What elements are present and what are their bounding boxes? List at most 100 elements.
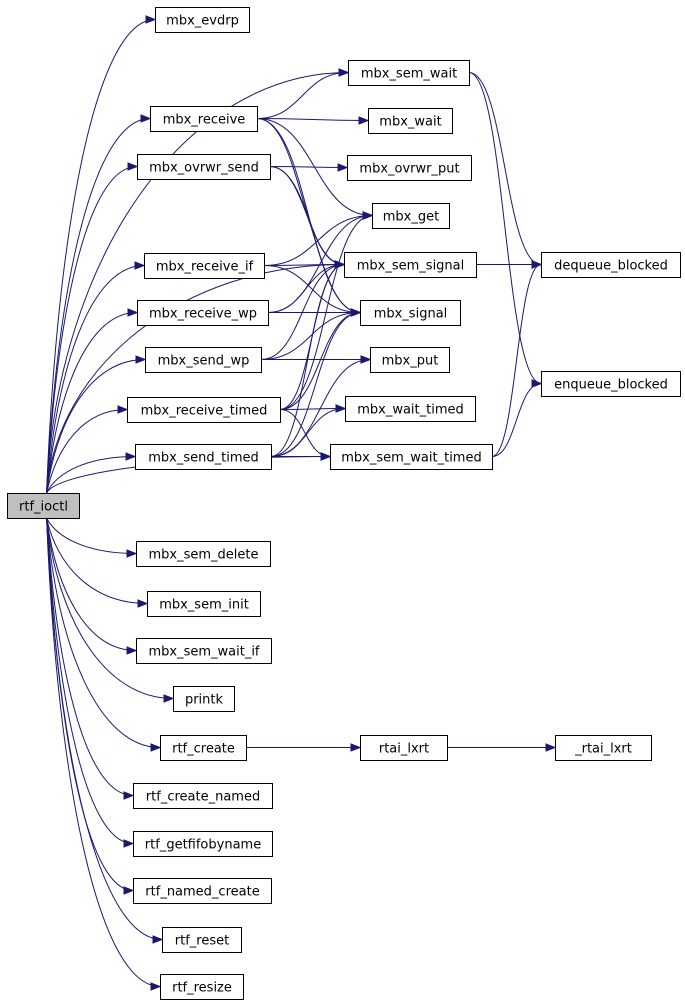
node-mbx-receive-timed[interactable]: mbx_receive_timed <box>127 397 281 423</box>
edge-mbx_ovrwr_send-to-mbx_ovrwr_put <box>269 163 349 172</box>
edge-arrowhead <box>126 549 138 558</box>
node-box <box>144 253 265 279</box>
node-box <box>541 252 681 278</box>
node-mbx-send-timed[interactable]: mbx_send_timed <box>135 444 272 470</box>
node-mbx-ovrwr-put[interactable]: mbx_ovrwr_put <box>347 155 472 181</box>
node-label: mbx_receive_wp <box>149 307 257 322</box>
edge-mbx_sem_wait-to-dequeue_blocked <box>468 72 543 269</box>
edge-line <box>263 265 361 313</box>
edge-mbx_sem_signal-to-dequeue_blocked <box>476 260 543 269</box>
edge-mbx_receive_timed-to-mbx_get <box>279 211 374 410</box>
edge-rtf_ioctl-to-mbx_receive_wp <box>46 308 139 494</box>
node--rtai-lxrt[interactable]: _rtai_lxrt <box>555 735 652 761</box>
edge-mbx_receive-to-mbx_sem_wait <box>256 68 350 119</box>
node-rtai-lxrt[interactable]: rtai_lxrt <box>360 735 448 761</box>
node-mbx-receive-if[interactable]: mbx_receive_if <box>144 253 265 279</box>
edge-arrowhead <box>337 163 349 172</box>
node-box <box>133 783 273 809</box>
edge-line <box>46 517 137 554</box>
edge-arrowhead <box>127 162 139 171</box>
node-mbx-wait[interactable]: mbx_wait <box>368 108 453 134</box>
edge-line <box>46 517 161 748</box>
node-mbx-evdrp[interactable]: mbx_evdrp <box>155 7 250 33</box>
node-box <box>372 203 450 229</box>
edge-arrowhead <box>134 261 146 270</box>
edge-rtf_ioctl-to-mbx_receive_timed <box>46 405 129 494</box>
edge-arrowhead <box>127 308 139 317</box>
node-label: rtf_getfifobyname <box>145 838 261 853</box>
node-label: rtf_named_create <box>145 885 259 900</box>
node-dequeue-blocked[interactable]: dequeue_blocked <box>541 252 681 278</box>
edge-line <box>468 72 542 265</box>
edge-line <box>46 166 138 494</box>
edge-rtf_ioctl-to-mbx_receive_if <box>46 261 146 494</box>
edge-mbx_receive-to-mbx_wait <box>256 116 370 125</box>
node-rtf-resize[interactable]: rtf_resize <box>160 974 244 1000</box>
edges-layer <box>46 15 557 991</box>
node-mbx-get[interactable]: mbx_get <box>372 203 450 229</box>
node-mbx-sem-signal[interactable]: mbx_sem_signal <box>344 252 477 278</box>
node-mbx-sem-delete[interactable]: mbx_sem_delete <box>136 541 271 567</box>
edge-mbx_send_timed-to-mbx_signal <box>270 308 362 457</box>
edge-arrowhead <box>350 308 362 317</box>
edge-rtai_lxrt-to-_rtai_lxrt <box>447 743 557 752</box>
edge-arrowhead <box>320 452 332 461</box>
edge-arrowhead <box>123 886 135 895</box>
node-rtf-create-named[interactable]: rtf_create_named <box>133 783 273 809</box>
node-box <box>368 108 453 134</box>
node-mbx-sem-init[interactable]: mbx_sem_init <box>147 591 261 617</box>
edge-line <box>260 312 361 360</box>
edge-arrowhead <box>150 743 162 752</box>
edge-rtf_ioctl-to-rtf_reset <box>46 517 164 944</box>
node-rtf-ioctl[interactable]: rtf_ioctl <box>7 493 80 519</box>
edge-rtf_ioctl-to-mbx_ovrwr_send <box>46 162 139 494</box>
node-label: mbx_sem_wait <box>361 67 457 82</box>
edge-arrowhead <box>334 260 346 269</box>
edge-mbx_ovrwr_send-to-mbx_sem_signal <box>269 166 346 269</box>
edge-arrowhead <box>150 982 162 991</box>
node-mbx-receive-wp[interactable]: mbx_receive_wp <box>137 300 269 326</box>
node-label: mbx_sem_init <box>159 598 249 613</box>
node-label: _rtai_lxrt <box>574 742 632 757</box>
edge-line <box>46 517 161 987</box>
node-box <box>173 686 235 712</box>
node-box <box>162 927 242 953</box>
node-label: printk <box>185 693 224 708</box>
edge-line <box>46 517 174 699</box>
node-rtf-named-create[interactable]: rtf_named_create <box>133 878 272 904</box>
edge-line <box>468 72 542 384</box>
node-box <box>344 252 477 278</box>
edge-arrowhead <box>358 116 370 125</box>
node-mbx-sem-wait-timed[interactable]: mbx_sem_wait_timed <box>330 444 493 470</box>
node-box <box>370 347 450 373</box>
node-mbx-receive[interactable]: mbx_receive <box>150 106 258 132</box>
edge-line <box>46 517 163 940</box>
edge-line <box>267 264 345 313</box>
edge-arrowhead <box>362 211 374 220</box>
edge-arrowhead <box>531 379 543 388</box>
edge-mbx_sem_wait_timed-to-enqueue_blocked <box>491 379 543 457</box>
edge-line <box>279 215 373 410</box>
node-printk[interactable]: printk <box>173 686 235 712</box>
node-mbx-ovrwr-send[interactable]: mbx_ovrwr_send <box>137 154 271 180</box>
edge-rtf_ioctl-to-printk <box>46 517 175 703</box>
node-mbx-send-wp[interactable]: mbx_send_wp <box>145 347 262 373</box>
node-mbx-wait-timed[interactable]: mbx_wait_timed <box>345 396 476 422</box>
edge-line <box>46 72 349 494</box>
node-rtf-reset[interactable]: rtf_reset <box>162 927 242 953</box>
node-box <box>133 831 273 857</box>
edge-rtf_ioctl-to-mbx_send_timed <box>46 452 137 494</box>
node-box <box>145 347 262 373</box>
node-mbx-sem-wait[interactable]: mbx_sem_wait <box>348 60 470 86</box>
node-mbx-signal[interactable]: mbx_signal <box>360 300 461 326</box>
node-rtf-getfifobyname[interactable]: rtf_getfifobyname <box>133 831 273 857</box>
node-mbx-put[interactable]: mbx_put <box>370 347 450 373</box>
edge-line <box>270 264 345 457</box>
edge-arrowhead <box>152 935 164 944</box>
nodes-layer: rtf_ioctl mbx_evdrp mbx_sem_wait mbx_receiv… <box>7 7 681 1000</box>
node-enqueue-blocked[interactable]: enqueue_blocked <box>541 371 681 397</box>
edge-rtf_ioctl-to-mbx_sem_delete <box>46 517 138 558</box>
node-mbx-sem-wait-if[interactable]: mbx_sem_wait_if <box>136 638 272 664</box>
node-rtf-create[interactable]: rtf_create <box>160 735 247 761</box>
